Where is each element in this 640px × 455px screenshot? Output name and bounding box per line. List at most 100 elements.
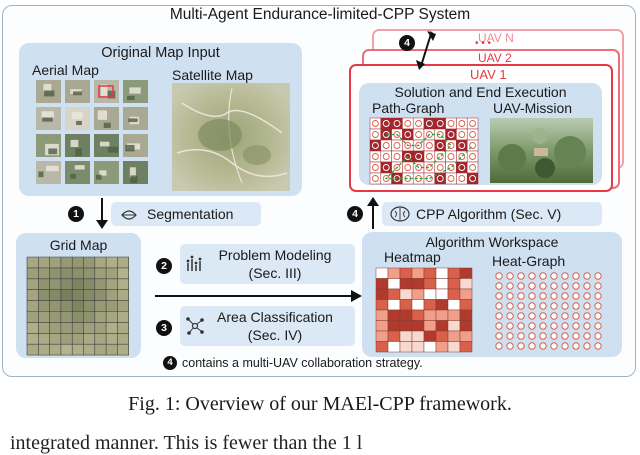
heatmap-cell [375,341,389,353]
grid-cell [27,257,39,268]
path-graph-cell [445,150,457,163]
path-graph-label: Path-Graph [372,100,445,116]
heat-graph-node [517,302,525,310]
grid-cell [60,289,73,301]
path-graph-cell [434,117,446,130]
heatmap-label: Heatmap [384,249,441,265]
heat-graph-node [539,282,547,290]
grid-cell [106,344,118,356]
heat-graph-node [517,282,525,290]
aerial-thumbnail [36,107,61,130]
path-graph-cell [466,139,479,152]
uav-2-label: UAV 2 [478,51,512,65]
path-graph-cell [434,128,446,141]
grid-cell [94,322,107,334]
heat-graph-node [594,282,602,290]
heat-graph-node [539,302,547,310]
grid-cell [106,311,118,323]
heat-graph-node [550,312,558,320]
heatmap-cell [447,278,461,290]
path-graph-node [404,153,412,160]
grid-cell [106,300,118,312]
path-graph-cell [445,117,457,130]
path-graph-cell [456,117,468,130]
heat-graph-node [594,342,602,350]
grid-cell [27,344,39,356]
path-graph-cell [402,161,414,174]
network-icon [186,317,204,335]
figure-caption: Fig. 1: Overview of our MAEl-CPP framewo… [128,393,512,415]
uav-1-label: UAV 1 [470,67,507,82]
heatmap-cell [459,299,473,311]
grid-cell [72,344,84,356]
path-graph-node [458,142,466,149]
grid-cell [49,322,61,334]
right-arrow [155,290,362,302]
grid-cell [72,322,84,334]
aerial-thumbnail [65,107,90,130]
heat-graph-node [594,312,602,320]
heatmap-cell [435,309,449,321]
segmentation-icon [121,210,137,220]
grid-cell [72,300,84,312]
heatmap-cell [375,330,389,342]
grid-cell [49,257,61,268]
heat-graph-node [583,332,591,340]
heat-graph-node [528,302,536,310]
grid-cell [83,322,95,334]
heat-graph-node [517,332,525,340]
aerial-thumbnail [123,134,148,157]
heat-graph-node [495,322,503,330]
heatgraph-label: Heat-Graph [492,253,566,269]
original-map-title: Original Map Input [101,45,220,61]
grid-cell [94,344,107,356]
heatmap-cell [459,341,473,353]
heat-graph-node [594,302,602,310]
heatmap-cell [423,299,437,311]
heat-graph-node [495,312,503,320]
heat-graph-node [572,292,580,300]
grid-cell [117,289,129,301]
heatmap-cell [411,278,425,290]
path-graph-node [469,131,477,138]
grid-cell [27,322,39,334]
heat-graph-node [583,322,591,330]
path-graph-cell [402,117,414,130]
grid-cell [72,289,84,301]
collab-badge: 4 [163,356,177,370]
grid-cell [49,267,61,279]
heat-graph-node [561,312,569,320]
heat-graph-node [594,332,602,340]
step-3-badge: 3 [156,320,172,336]
heat-graph-node [572,322,580,330]
heat-graph-node [528,342,536,350]
uav-mission-image [490,118,593,183]
heat-graph-node [528,282,536,290]
path-graph-cell [434,139,446,152]
heat-graph-node [561,332,569,340]
uav-link-badge: 4 [399,35,415,51]
grid-cell [49,311,61,323]
path-graph-cell [369,117,382,130]
heat-graph-node [583,342,591,350]
path-graph-node [415,153,423,160]
heatmap-cell [447,288,461,300]
path-graph-node [393,164,401,171]
heat-graph-node [495,292,503,300]
heatmap [375,267,473,353]
heat-graph-node [561,342,569,350]
path-graph-cell [434,150,446,163]
heatmap-cell [435,288,449,300]
path-graph-node [436,164,444,171]
heat-graph-node [550,322,558,330]
path-graph-cell [423,161,436,174]
aerial-thumbnail [94,134,119,157]
path-graph-node [436,175,444,182]
segmentation-box [111,202,261,226]
heat-graph-node [528,312,536,320]
heatmap-cell [387,278,401,290]
heat-graph-node [539,322,547,330]
grid-cell [117,300,129,312]
area-classification-line1: Area Classification [217,309,333,325]
heat-graph-node [550,292,558,300]
